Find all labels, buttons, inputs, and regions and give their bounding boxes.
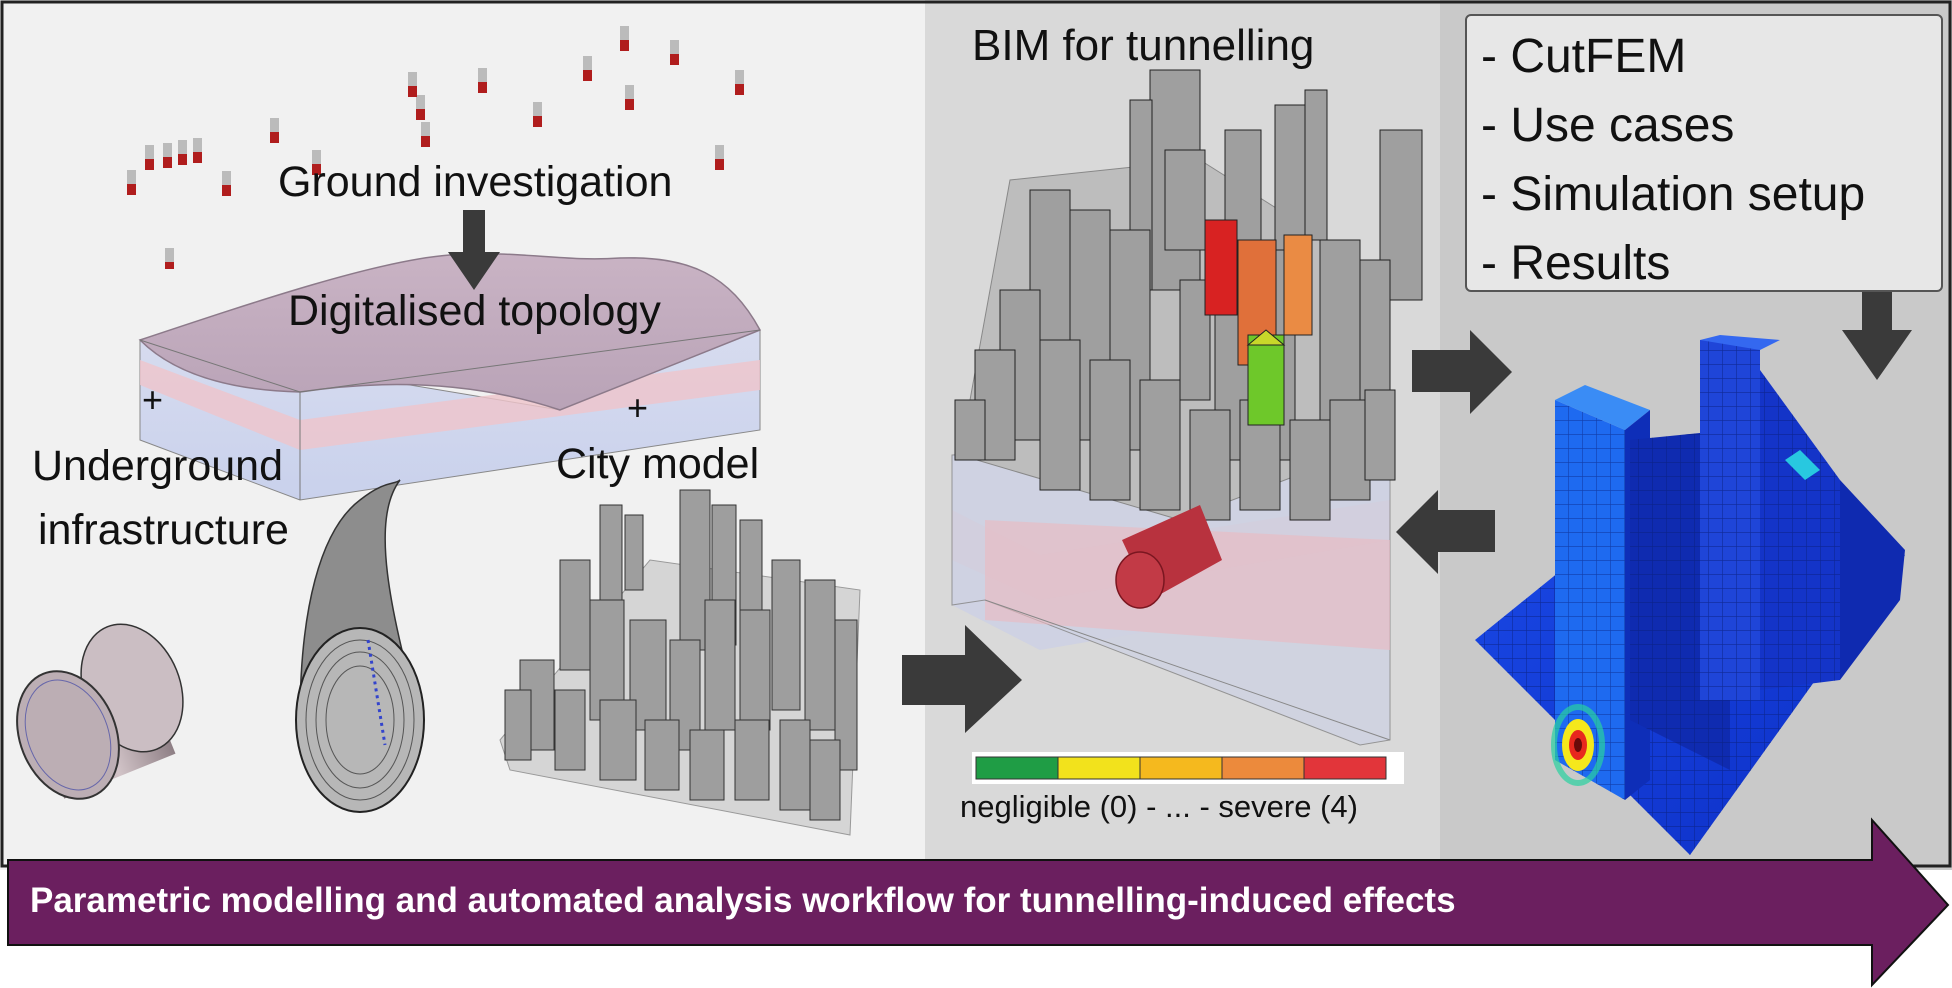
plus-sign-right: + (627, 387, 648, 428)
topic-use-cases: - Use cases (1481, 99, 1735, 152)
building-severe-red (1204, 219, 1238, 316)
building-light-orange (1283, 234, 1313, 336)
left-arrow-icon (1396, 490, 1495, 574)
city-model-small (499, 489, 861, 836)
tunnel-cylinder-icon (1115, 505, 1222, 609)
borehole-markers (127, 26, 744, 269)
banner-text: Parametric modelling and automated analy… (30, 881, 1456, 920)
right-arrow-icon (902, 625, 1022, 733)
label-legend: negligible (0) - ... - severe (4) (960, 789, 1358, 824)
city-model-large (954, 69, 1423, 521)
ground-surface (138, 253, 762, 411)
severity-legend (972, 752, 1404, 784)
label-digitalised-topology: Digitalised topology (288, 287, 661, 335)
label-bim-for-tunnelling: BIM for tunnelling (972, 21, 1314, 70)
label-ground-investigation: Ground investigation (278, 158, 672, 206)
topic-cutfem: - CutFEM (1481, 30, 1687, 83)
legend-cell-3 (1221, 756, 1305, 780)
legend-cell-2 (1139, 756, 1223, 780)
topics-list-box: - CutFEM - Use cases - Simulation setup … (1465, 14, 1943, 292)
legend-cell-4 (1303, 756, 1387, 780)
workflow-banner-arrow (7, 817, 1950, 988)
ground-block (138, 253, 762, 501)
right-arrow-icon-2 (1412, 330, 1512, 414)
fem-result-model (1475, 335, 1905, 855)
legend-cell-1 (1057, 756, 1141, 780)
label-city-model: City model (556, 440, 759, 488)
curved-tunnel-icon (295, 479, 425, 813)
legend-cell-0 (975, 756, 1059, 780)
label-underground: Underground (32, 442, 283, 490)
tunnel-segment-icon (16, 623, 184, 800)
topic-results: - Results (1481, 237, 1671, 290)
label-infrastructure: infrastructure (38, 506, 289, 554)
down-arrow-icon (448, 210, 500, 290)
down-arrow-icon-right (1842, 288, 1912, 380)
topic-simulation-setup: - Simulation setup (1481, 168, 1866, 221)
building-green (1247, 334, 1285, 426)
plus-sign-left: + (142, 379, 163, 420)
